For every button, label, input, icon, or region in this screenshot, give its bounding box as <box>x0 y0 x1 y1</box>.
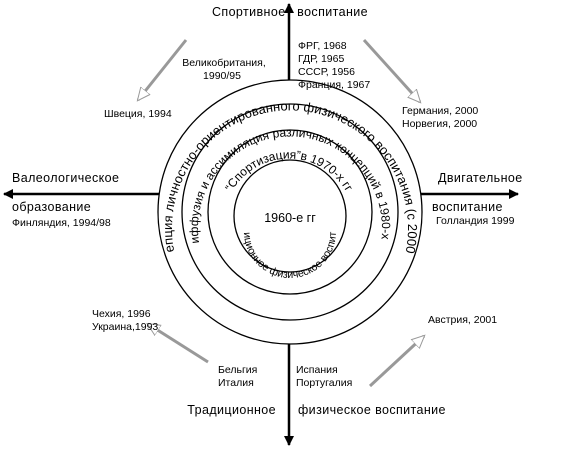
direction-left-label-1: Валеологическое <box>12 171 119 185</box>
direction-bottom-left-label: Традиционное <box>187 403 276 417</box>
direction-bottom-right-label: физическое воспитание <box>298 403 446 417</box>
country-ukraine-label: Украина,1993 <box>92 321 158 333</box>
country-italy-label: Италия <box>218 377 254 389</box>
country-finland-label: Финляндия, 1994/98 <box>12 217 111 229</box>
arrow-diagonal-bottom-right <box>368 336 424 388</box>
country-norway-label: Норвегия, 2000 <box>402 118 477 130</box>
core-label: 1960-е гг <box>264 211 316 225</box>
country-sweden-label: Швеция, 1994 <box>104 108 172 120</box>
arrow-diagonal-bottom-left <box>148 322 209 364</box>
direction-right-label-2: воспитание <box>432 200 503 214</box>
direction-left-label-2: образование <box>12 200 91 214</box>
country-uk-years: 1990/95 <box>203 70 241 82</box>
country-spain-label: Испания <box>296 364 338 376</box>
country-portugal-label: Португалия <box>296 377 352 389</box>
country-gdr-label: ГДР, 1965 <box>298 53 344 65</box>
country-frg-label: ФРГ, 1968 <box>298 40 347 52</box>
direction-right-label-1: Двигательное <box>438 171 523 185</box>
country-belgium-label: Бельгия <box>218 364 257 376</box>
ring-fourth <box>233 159 347 273</box>
country-austria-label: Австрия, 2001 <box>428 314 497 326</box>
country-france-label: Франция, 1967 <box>298 79 370 91</box>
direction-top-label: Спортивное воспитание <box>212 5 368 19</box>
arrow-diagonal-top-right <box>362 38 420 102</box>
country-czech-label: Чехия, 1996 <box>92 308 151 320</box>
country-germany-label: Германия, 2000 <box>402 105 478 117</box>
country-ussr-label: СССР, 1956 <box>298 66 355 78</box>
arrow-diagonal-top-left <box>138 39 188 100</box>
country-uk-label: Великобритания, <box>182 57 266 69</box>
country-netherlands-label: Голландия 1999 <box>436 215 515 227</box>
